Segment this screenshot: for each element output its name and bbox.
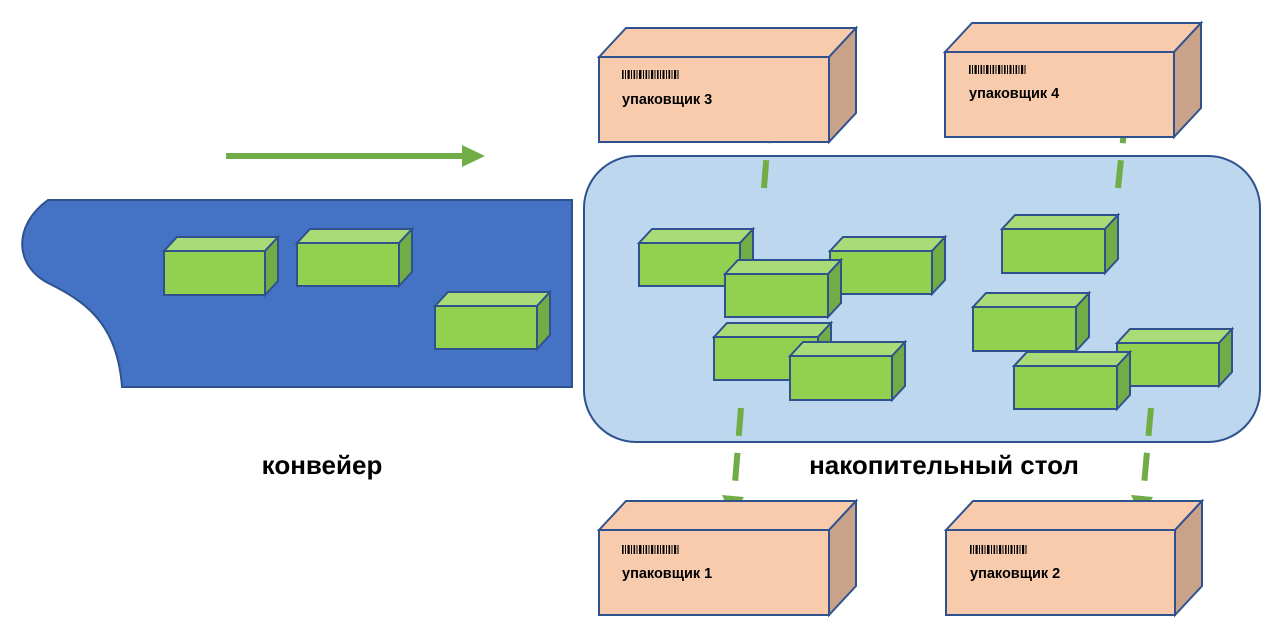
packer-label: упаковщик 1 (622, 566, 712, 582)
box (722, 257, 844, 320)
barcode-icon (622, 545, 679, 554)
box (294, 226, 415, 289)
barcode-icon (622, 70, 679, 79)
table-label: накопительный стол (809, 450, 1079, 480)
box (1114, 326, 1235, 389)
conveyor-direction-arrow (226, 145, 485, 167)
box (999, 212, 1121, 276)
box (970, 290, 1092, 354)
packer-label: упаковщик 4 (969, 86, 1059, 102)
box (827, 234, 948, 297)
packer-station-4: упаковщик 4 (942, 20, 1204, 140)
box (161, 234, 281, 298)
packer-station-3: упаковщик 3 (596, 25, 859, 145)
conveyor-label: конвейер (262, 450, 383, 480)
box (787, 339, 908, 403)
barcode-icon (970, 545, 1027, 554)
box (1011, 349, 1133, 412)
accumulation-table (583, 155, 1261, 443)
packer-station-2: упаковщик 2 (943, 498, 1205, 618)
packer-label: упаковщик 2 (970, 566, 1060, 582)
barcode-icon (969, 65, 1026, 74)
box (432, 289, 553, 352)
packer-station-1: упаковщик 1 (596, 498, 859, 618)
packer-label: упаковщик 3 (622, 92, 712, 108)
